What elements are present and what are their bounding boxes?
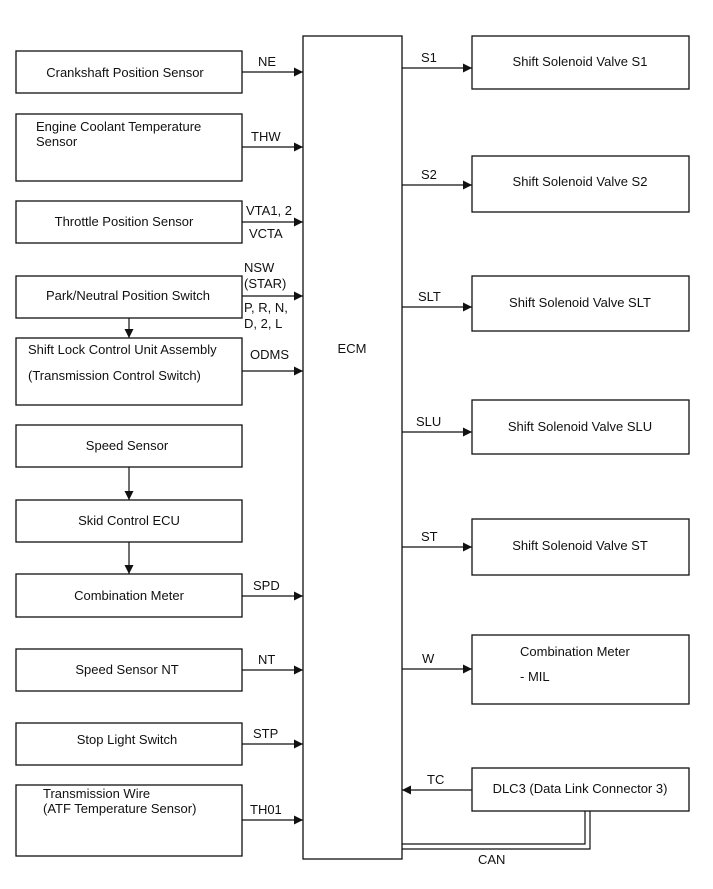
crankshaft-sensor-label: Crankshaft Position Sensor [46, 65, 204, 80]
solenoid-slt-label: Shift Solenoid Valve SLT [509, 295, 651, 310]
can-bus-line-inner [402, 811, 586, 845]
solenoid-slu-box [471, 399, 690, 455]
ne-signal-label: NE [258, 54, 276, 69]
star-signal-label: (STAR) [244, 276, 286, 291]
combination-meter-input-label: Combination Meter [74, 588, 184, 603]
s2-signal-label: S2 [421, 167, 437, 182]
nt-signal-label: NT [258, 652, 275, 667]
can-bus-line-outer [402, 811, 591, 850]
solenoid-s1-box [471, 35, 690, 90]
shift-lock-unit-label-2: (Transmission Control Switch) [28, 368, 201, 383]
st-signal-label: ST [421, 529, 438, 544]
solenoid-s1-label: Shift Solenoid Valve S1 [513, 54, 648, 69]
skid-control-ecu-label: Skid Control ECU [78, 513, 180, 528]
speed-sensor-nt-label: Speed Sensor NT [75, 662, 178, 677]
coolant-temp-sensor-label-2: Sensor [36, 134, 78, 149]
can-label: CAN [478, 852, 505, 867]
transmission-wire-label-2: (ATF Temperature Sensor) [43, 801, 196, 816]
coolant-temp-sensor-label-1: Engine Coolant Temperature [36, 119, 201, 134]
ecm-box [302, 35, 403, 860]
tc-signal-label: TC [427, 772, 444, 787]
shift-lock-unit-label-1: Shift Lock Control Unit Assembly [28, 342, 217, 357]
slu-signal-label: SLU [416, 414, 441, 429]
transmission-wire-label-1: Transmission Wire [43, 786, 150, 801]
solenoid-st-label: Shift Solenoid Valve ST [512, 538, 648, 553]
solenoid-s2-label: Shift Solenoid Valve S2 [513, 174, 648, 189]
d2l-signal-label: D, 2, L [244, 316, 282, 331]
park-neutral-switch-label: Park/Neutral Position Switch [46, 288, 210, 303]
th01-signal-label: TH01 [250, 802, 282, 817]
solenoid-s2-box [471, 155, 690, 213]
vcta-signal-label: VCTA [249, 226, 283, 241]
w-signal-label: W [422, 651, 435, 666]
ecm-label: ECM [338, 341, 367, 356]
slt-signal-label: SLT [418, 289, 441, 304]
odms-signal-label: ODMS [250, 347, 289, 362]
stop-light-switch-label: Stop Light Switch [77, 732, 177, 747]
prn-signal-label: P, R, N, [244, 300, 288, 315]
thw-signal-label: THW [251, 129, 281, 144]
combination-meter-mil-label-2: - MIL [520, 669, 550, 684]
stp-signal-label: STP [253, 726, 278, 741]
combination-meter-mil-label-1: Combination Meter [520, 644, 630, 659]
dlc3-label: DLC3 (Data Link Connector 3) [493, 781, 668, 796]
solenoid-slt-box [471, 275, 690, 332]
solenoid-slu-label: Shift Solenoid Valve SLU [508, 419, 652, 434]
throttle-sensor-label: Throttle Position Sensor [55, 214, 194, 229]
s1-signal-label: S1 [421, 50, 437, 65]
vta-signal-label: VTA1, 2 [246, 203, 292, 218]
speed-sensor-label: Speed Sensor [86, 438, 169, 453]
spd-signal-label: SPD [253, 578, 280, 593]
nsw-signal-label: NSW [244, 260, 275, 275]
